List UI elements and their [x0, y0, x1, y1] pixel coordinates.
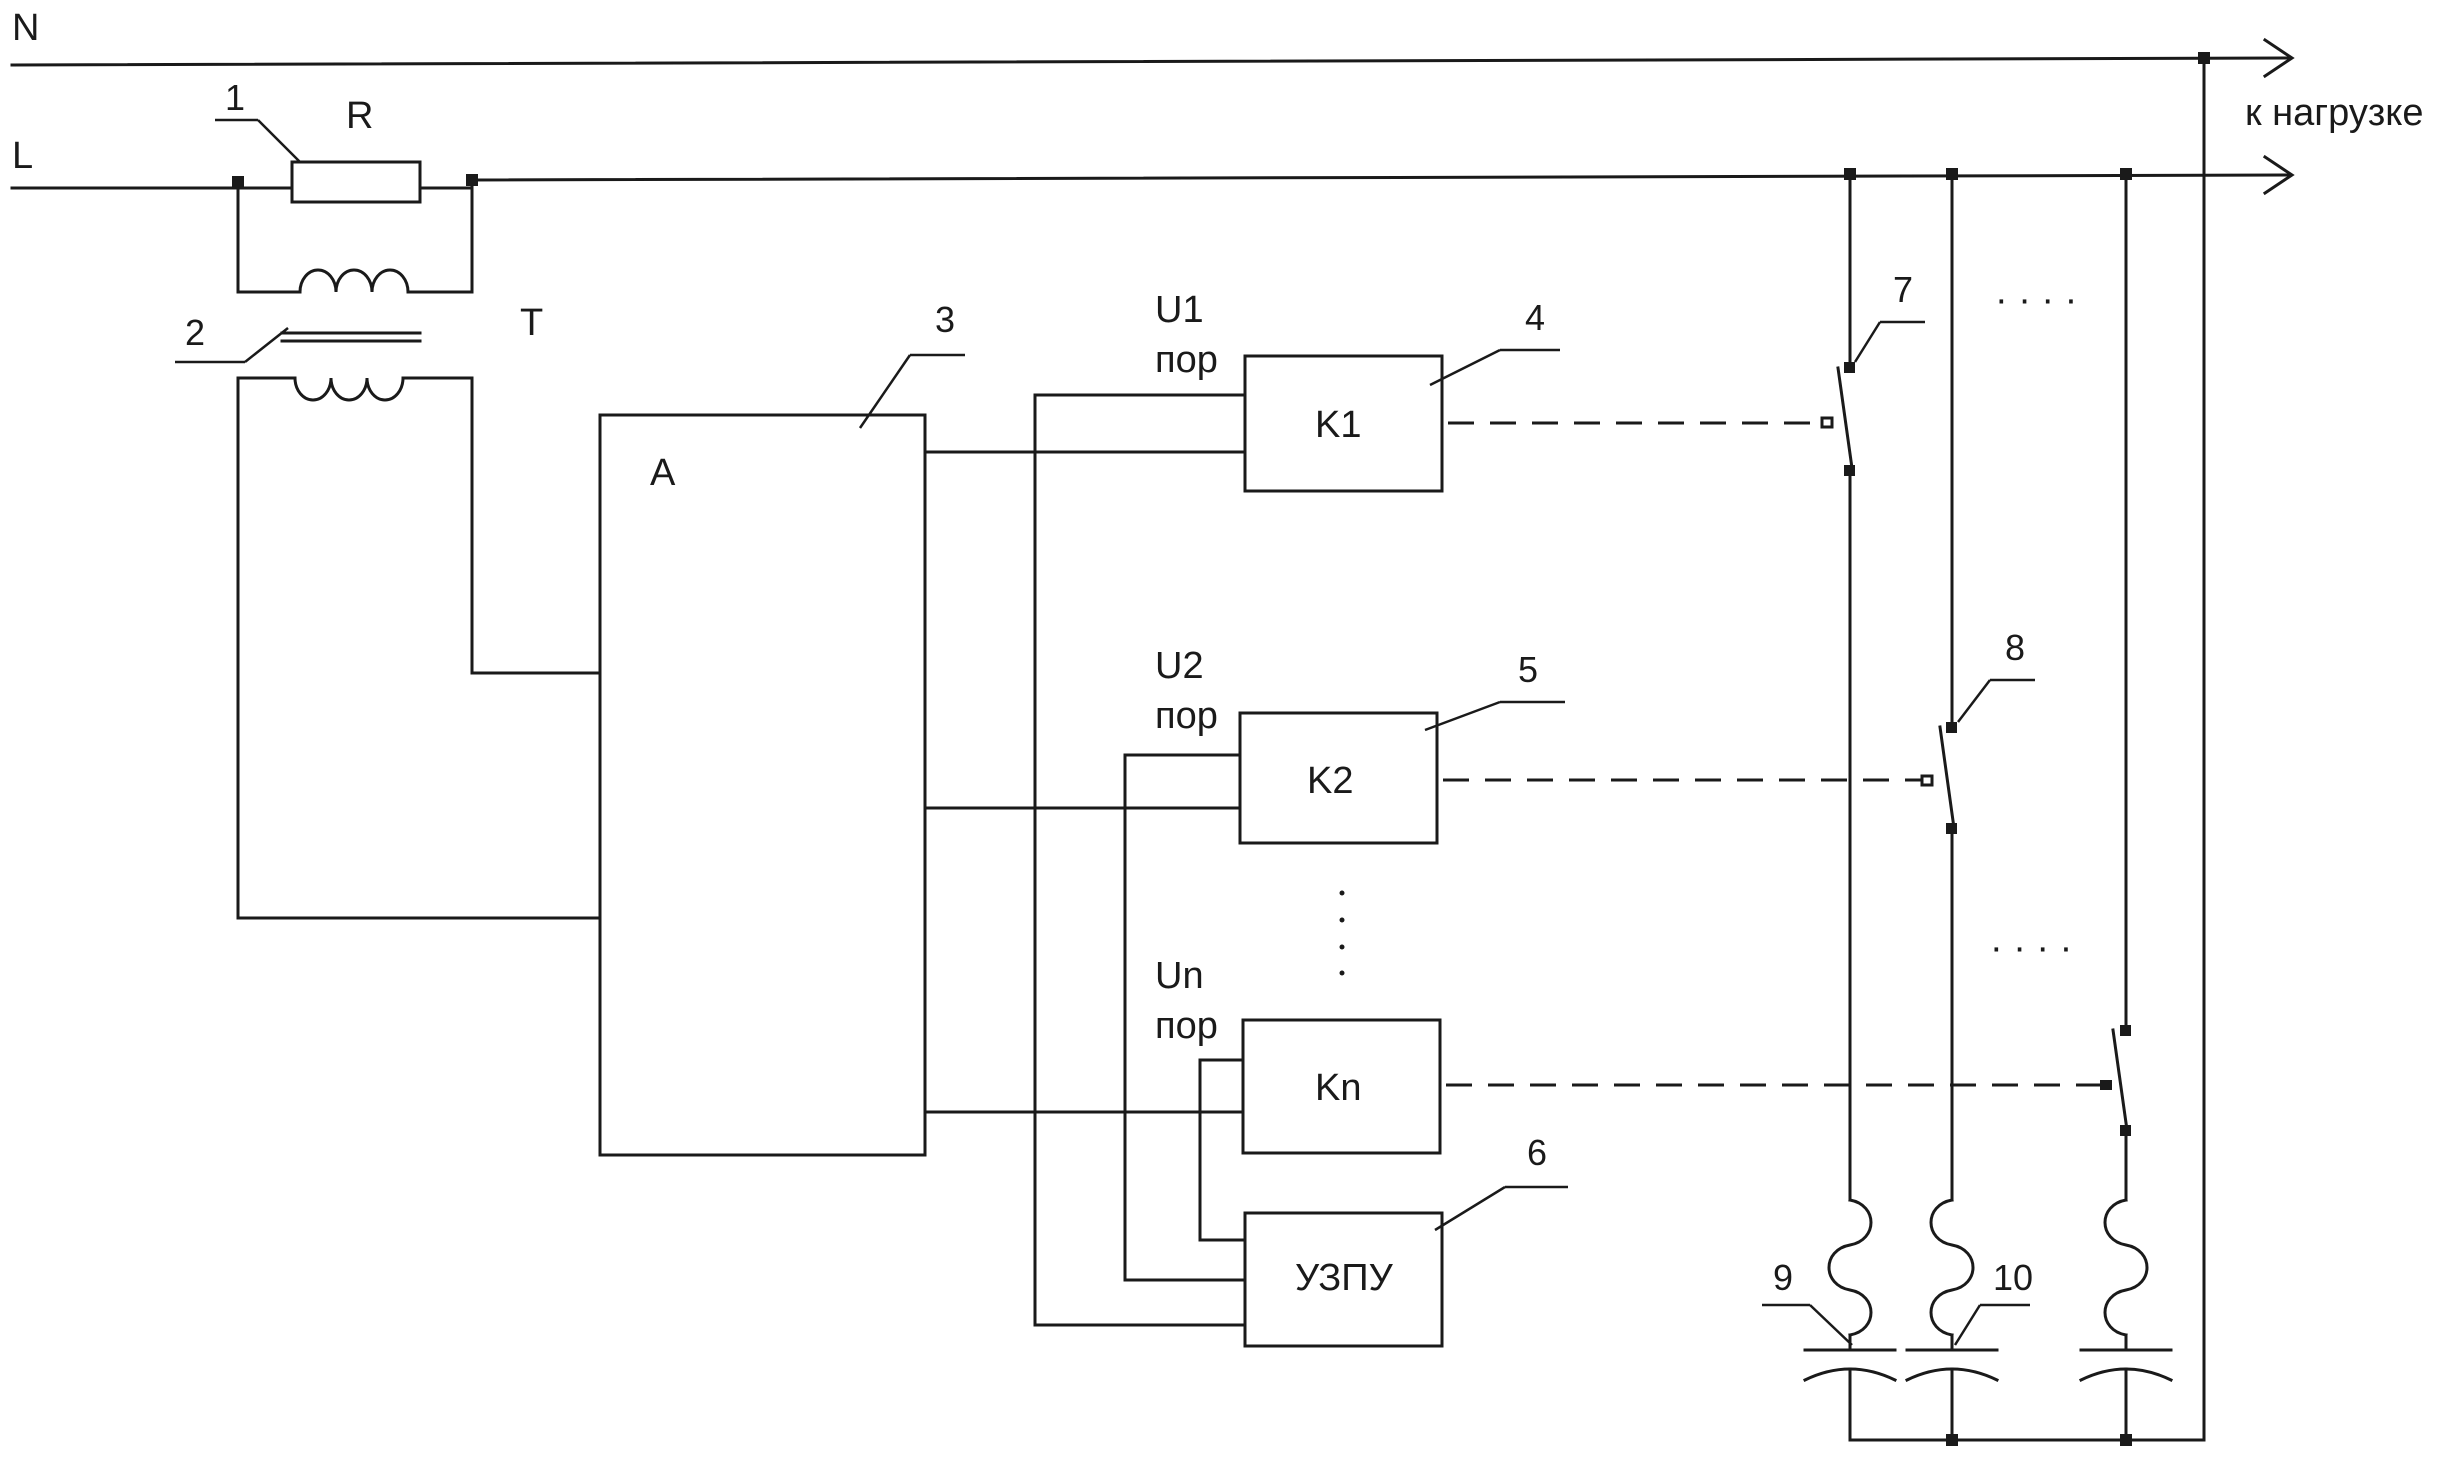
uzpu-label: УЗПУ — [1295, 1257, 1394, 1299]
switch-7-number: 7 — [1893, 269, 1913, 310]
bottom-return-bus — [1848, 52, 2210, 1446]
amplifier-number: 3 — [935, 299, 955, 340]
k1-label: K1 — [1315, 404, 1361, 446]
transformer-label: T — [520, 302, 543, 344]
current-transformer: T 2 — [175, 180, 602, 920]
k1-number: 4 — [1525, 297, 1545, 338]
k2-label: K2 — [1307, 760, 1353, 802]
switch-8-number: 8 — [2005, 627, 2025, 668]
branch-n — [2078, 168, 2174, 1442]
k1-threshold: U1 — [1155, 289, 1204, 331]
amplifier-label: A — [650, 452, 676, 494]
branch-1 — [1802, 168, 1898, 1442]
comparator-k2: K2 U2 пор 5 — [1155, 645, 1565, 845]
branch-ellipsis-bottom: · · · · — [1990, 927, 2072, 969]
comparator-ellipsis — [1339, 890, 1345, 976]
neutral-label: N — [12, 7, 39, 49]
capacitor-9-number: 9 — [1773, 1257, 1793, 1298]
comparator-kn: Kn Un пор — [1155, 955, 1442, 1155]
amplifier-block: A 3 — [598, 299, 965, 1157]
branch-2 — [1904, 168, 2000, 1442]
kn-threshold: Un — [1155, 955, 1204, 997]
k1-threshold-sub: пор — [1155, 339, 1218, 381]
phase-label: L — [12, 135, 33, 177]
branch-ellipsis-top: · · · · — [1995, 279, 2077, 321]
k2-threshold: U2 — [1155, 645, 1204, 687]
resistor-label: R — [346, 95, 373, 137]
k2-number: 5 — [1518, 649, 1538, 690]
shunt-resistor: R 1 — [215, 77, 478, 204]
transformer-number: 2 — [185, 312, 205, 353]
capacitor-10-number: 10 — [1993, 1257, 2033, 1298]
comparator-k1: K1 U1 пор 4 — [1155, 289, 1560, 493]
kn-threshold-sub: пор — [1155, 1005, 1218, 1047]
k2-threshold-sub: пор — [1155, 695, 1218, 737]
uzpu-number: 6 — [1527, 1132, 1547, 1173]
kn-label: Kn — [1315, 1067, 1361, 1109]
threshold-setting-unit: УЗПУ 6 — [1243, 1132, 1568, 1348]
load-label: к нагрузке — [2245, 92, 2423, 134]
resistor-number: 1 — [225, 77, 245, 118]
neutral-line: N — [10, 7, 2295, 79]
